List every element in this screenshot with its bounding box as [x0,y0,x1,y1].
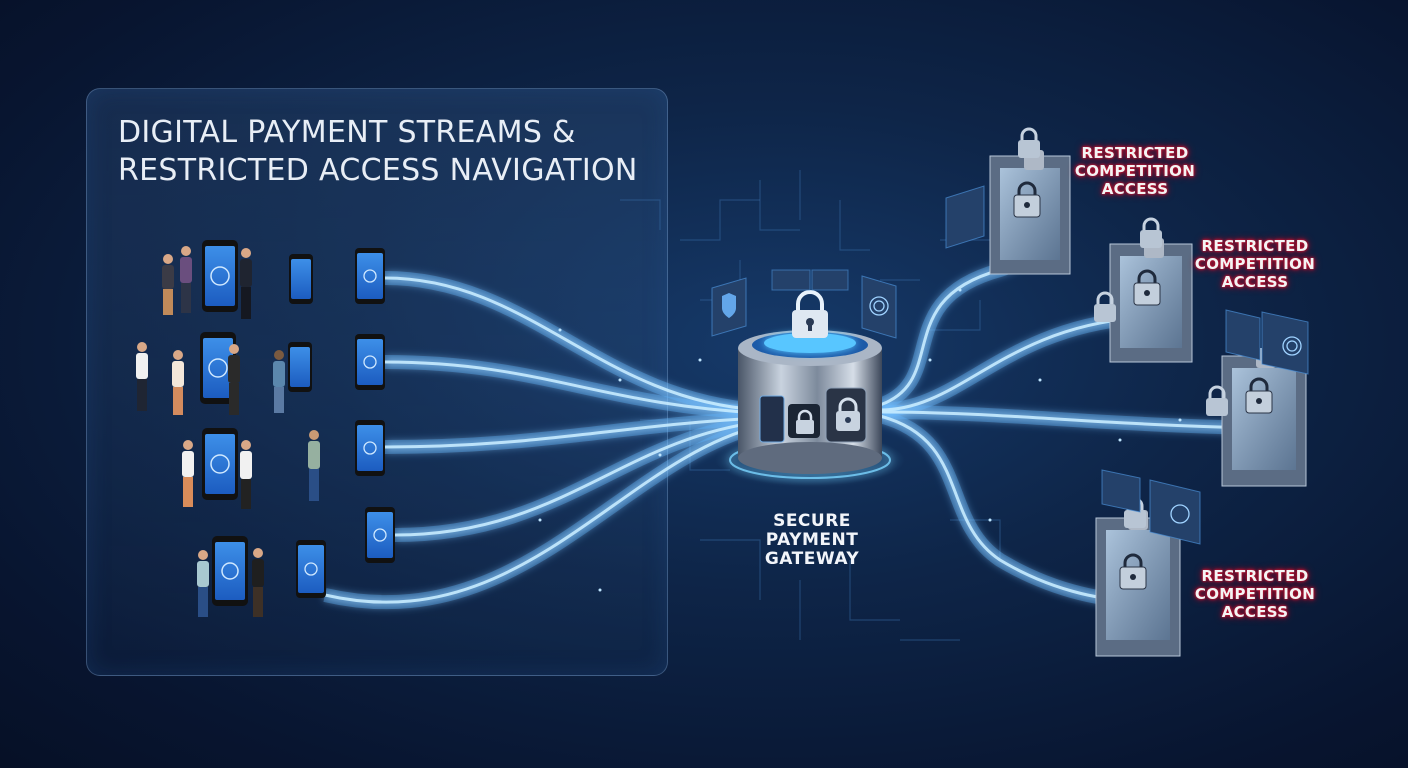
restricted-label-line: RESTRICTED [1201,567,1309,585]
restricted-label-line: ACCESS [1221,273,1289,291]
phone-icon [365,507,395,563]
sparkles [538,288,1182,592]
title-line-2: RESTRICTED ACCESS NAVIGATION [118,153,638,188]
restricted-label-3: RESTRICTED COMPETITION ACCESS [1180,567,1330,621]
person-icon [308,430,320,501]
info-panel [1101,469,1141,513]
restricted-label-line: COMPETITION [1194,585,1316,603]
person-icon [162,254,174,315]
fingerprint-icon [1149,479,1201,545]
person-icon [228,344,240,415]
restricted-label-line: COMPETITION [1074,162,1196,180]
lock-icon [1094,291,1116,322]
phone-icon [296,540,326,598]
page-title: DIGITAL PAYMENT STREAMS & RESTRICTED ACC… [118,114,638,190]
restricted-label-line: RESTRICTED [1081,144,1189,162]
person-icon [240,248,252,319]
phone-icon [200,332,236,404]
person-icon [136,342,148,411]
gateway-label-line-3: GATEWAY [764,549,860,569]
person-icon [273,350,285,413]
shield-icon [711,277,747,337]
gateway-cylinder [738,330,882,474]
lock-icon [792,290,828,338]
lock-icon [1119,553,1147,590]
info-panel [811,269,849,291]
person-icon [197,550,209,617]
shield-icon [945,185,985,249]
phone-icon [355,420,385,476]
restricted-label-line: ACCESS [1221,603,1289,621]
restricted-label-line: ACCESS [1101,180,1169,198]
phone-icon [202,240,238,312]
restricted-label-2: RESTRICTED COMPETITION ACCESS [1180,237,1330,291]
lock-icon [1133,269,1161,306]
restricted-gate [1221,348,1307,487]
person-icon [240,440,252,509]
left-streams [323,271,762,610]
people-group [136,246,320,617]
restricted-label-1: RESTRICTED COMPETITION ACCESS [1060,144,1210,198]
lock-icon [796,409,814,434]
phone-icon [202,428,238,500]
title-line-1: DIGITAL PAYMENT STREAMS & [118,115,576,150]
restricted-label-line: COMPETITION [1194,255,1316,273]
person-icon [180,246,192,313]
fingerprint-icon [1261,311,1309,375]
phone-icon [212,536,248,606]
gateway-label: SECURE PAYMENT GATEWAY [740,512,884,569]
lock-icon [1245,377,1273,414]
lock-icon [1206,385,1228,416]
info-panel [771,269,811,291]
person-icon [182,440,194,507]
lock-icon [836,397,860,431]
lock-icon [1013,181,1041,218]
phone-icon [355,248,385,304]
lock-icon [1018,127,1040,158]
person-icon [252,548,264,617]
person-icon [172,350,184,415]
restricted-label-line: RESTRICTED [1201,237,1309,255]
fingerprint-icon [861,275,897,339]
phone-icon [355,334,385,390]
info-panel [1225,309,1261,361]
gateway-label-line-1: SECURE [773,511,851,531]
phone-icon [289,254,313,304]
gateway-label-line-2: PAYMENT [765,530,859,550]
lock-icon [1140,217,1162,248]
phone-icon [288,342,312,392]
